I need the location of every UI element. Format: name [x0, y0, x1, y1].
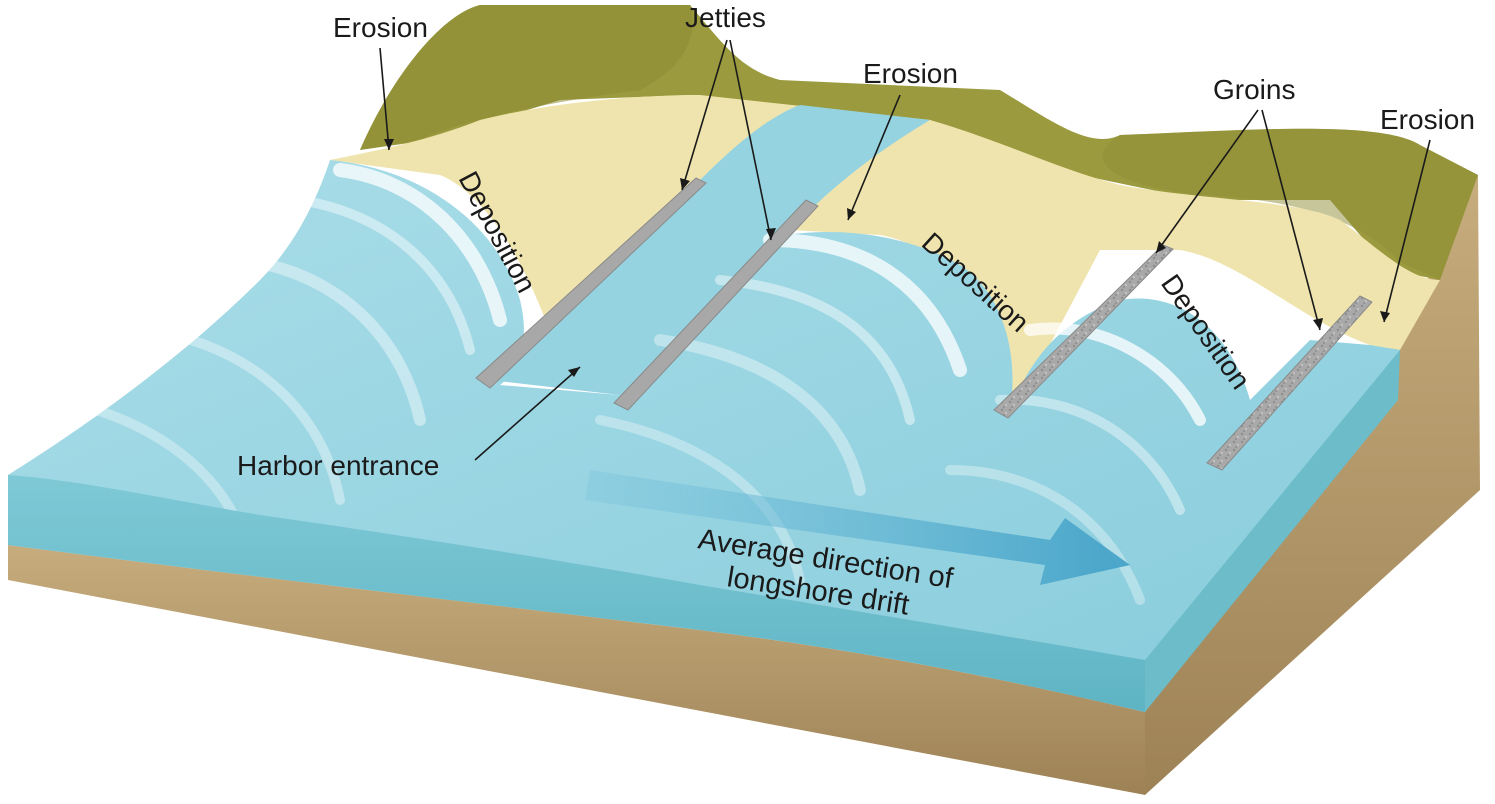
label-erosion-middle: Erosion: [863, 58, 958, 89]
harbor-channel: [490, 105, 930, 395]
label-erosion-right: Erosion: [1380, 104, 1475, 135]
annotation-arrowheads: [384, 139, 1390, 377]
land-shading: [360, 5, 693, 150]
label-harbor-entrance: Harbor entrance: [237, 450, 439, 481]
groin-left: [993, 244, 1174, 419]
jetty-left: [475, 177, 707, 389]
annotation-arrows: [379, 39, 1431, 461]
land-shading-right: [1102, 128, 1478, 280]
label-erosion-left: Erosion: [333, 12, 428, 43]
jetty-right: [613, 199, 819, 411]
water-right-face: [1145, 350, 1400, 712]
water-front-face: [8, 475, 1145, 712]
longshore-drift-arrow: [585, 470, 1130, 585]
groin-right: [1206, 295, 1373, 471]
label-jetties: Jetties: [685, 2, 766, 33]
label-groins: Groins: [1213, 74, 1295, 105]
soil-front-face: [8, 545, 1145, 795]
